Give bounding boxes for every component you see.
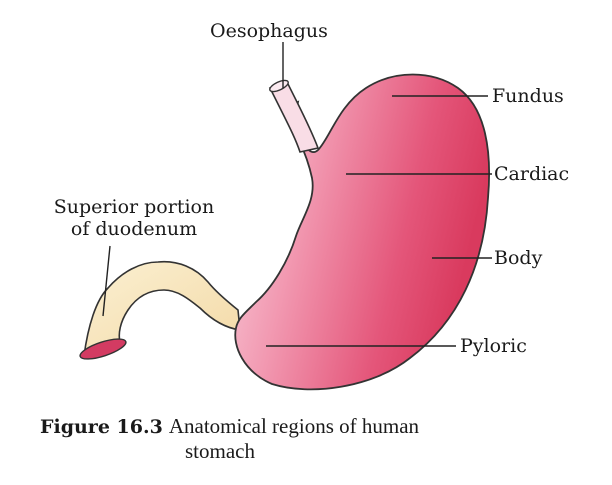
label-duodenum-line2: of duodenum (70, 218, 198, 240)
caption-text: Anatomical regions of human (168, 414, 420, 438)
label-cardiac: Cardiac (494, 163, 570, 185)
label-pyloric: Pyloric (460, 335, 527, 357)
figure-caption: Figure 16.3 Anatomical regions of human … (40, 414, 600, 464)
label-body: Body (494, 247, 543, 269)
label-oesophagus: Oesophagus (210, 20, 328, 42)
duodenum-leader (102, 245, 111, 317)
label-fundus: Fundus (492, 85, 564, 107)
caption-number: Figure 16.3 (40, 416, 163, 438)
stomach-body (234, 73, 491, 391)
duodenum-opening (79, 338, 127, 360)
oesophagus-tube (268, 83, 320, 153)
stomach-illustration (79, 42, 492, 391)
label-duodenum: Superior portion of duodenum (36, 196, 232, 240)
caption-text-line2: stomach (185, 439, 255, 463)
label-duodenum-line1: Superior portion (53, 196, 215, 218)
stomach-diagram: Oesophagus Fundus Cardiac Body Pyloric S… (36, 20, 570, 391)
